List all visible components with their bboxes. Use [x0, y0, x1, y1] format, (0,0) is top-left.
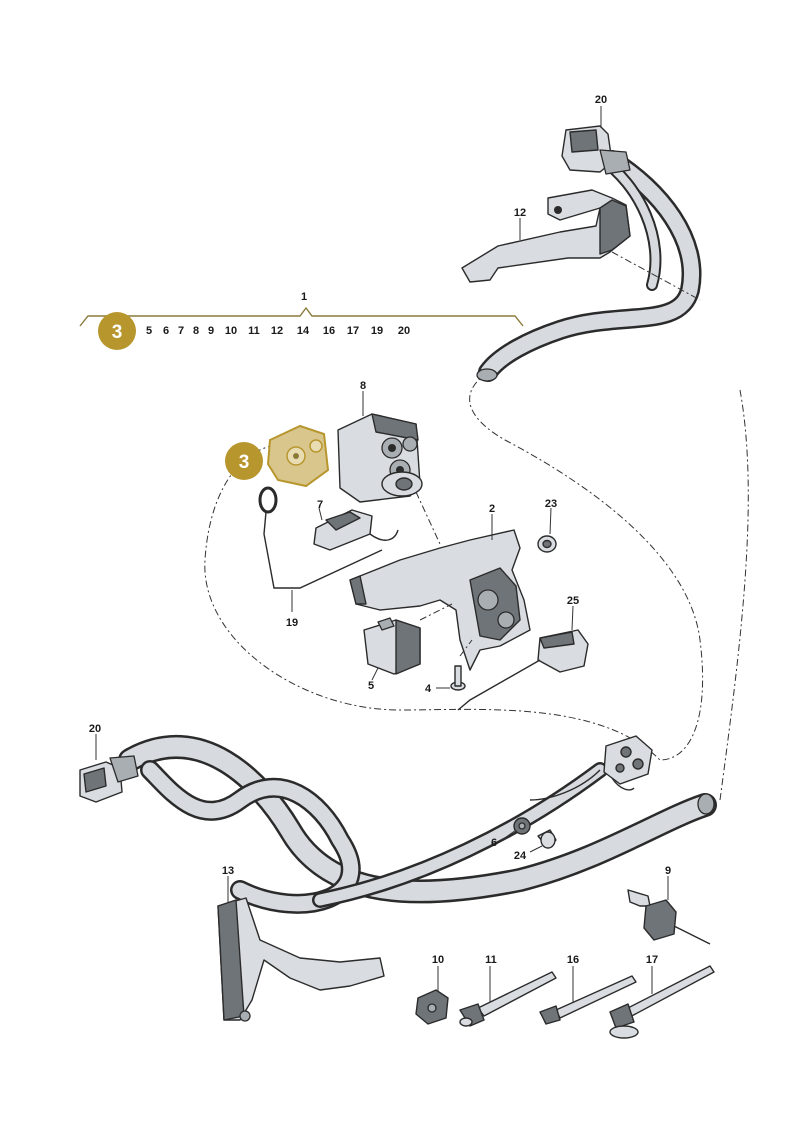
- group-member-14[interactable]: 14: [297, 325, 310, 337]
- label-20-top[interactable]: 20: [595, 94, 607, 106]
- connector-20-top[interactable]: [561, 125, 631, 175]
- relay-5[interactable]: [363, 617, 421, 675]
- group-member-9[interactable]: 9: [208, 325, 214, 337]
- bolt-4[interactable]: [450, 665, 466, 691]
- module-cluster: 3: [225, 413, 589, 711]
- cable-19[interactable]: [258, 486, 383, 589]
- label-17[interactable]: 17: [646, 954, 658, 966]
- label-20-left[interactable]: 20: [89, 723, 101, 735]
- bracket-13[interactable]: [217, 897, 385, 1022]
- grommet-6[interactable]: [513, 817, 531, 835]
- bracket-12[interactable]: [461, 189, 631, 283]
- label-5[interactable]: 5: [368, 680, 374, 692]
- badge-3-group-label: 3: [112, 322, 123, 343]
- connector-9[interactable]: [627, 889, 711, 945]
- group-member-10[interactable]: 10: [225, 325, 237, 337]
- group-member-12[interactable]: 12: [271, 325, 283, 337]
- label-8[interactable]: 8: [360, 380, 366, 392]
- connector-housing-8[interactable]: [337, 413, 423, 503]
- badge-3-group[interactable]: [98, 312, 136, 350]
- label-16[interactable]: 16: [567, 954, 579, 966]
- nut-23[interactable]: [537, 535, 557, 553]
- highlighted-part-3[interactable]: [266, 424, 330, 488]
- cable-tie-17[interactable]: [609, 965, 715, 1039]
- plug-24[interactable]: [537, 829, 557, 849]
- label-19[interactable]: 19: [286, 617, 298, 629]
- badge-3-part-label: 3: [239, 452, 250, 473]
- label-7[interactable]: 7: [317, 499, 323, 511]
- socket-7[interactable]: [313, 509, 399, 551]
- label-leaders: [95, 106, 669, 1002]
- label-9[interactable]: 9: [665, 865, 671, 877]
- group-member-19[interactable]: 19: [371, 325, 383, 337]
- connector-20-left[interactable]: [79, 755, 139, 803]
- label-2[interactable]: 2: [489, 503, 495, 515]
- group-label-1: 1: [301, 291, 307, 303]
- group-member-7[interactable]: 7: [178, 325, 184, 337]
- assembly-boundary-right: [719, 389, 749, 801]
- label-4[interactable]: 4: [425, 683, 432, 695]
- clip-10[interactable]: [415, 989, 449, 1025]
- bracket-2[interactable]: [349, 529, 531, 671]
- group-member-16[interactable]: 16: [323, 325, 335, 337]
- charge-plug-connector[interactable]: [603, 735, 653, 785]
- cable-tie-11[interactable]: [459, 971, 557, 1027]
- cover-25[interactable]: [457, 629, 589, 711]
- cable-tie-16[interactable]: [539, 975, 637, 1025]
- part-labels: 20 12 8 7 2 23 25 19 5 4 20 6 24 13 9 10…: [89, 94, 671, 966]
- label-24[interactable]: 24: [514, 850, 527, 862]
- group-member-17[interactable]: 17: [347, 325, 359, 337]
- label-12[interactable]: 12: [514, 207, 526, 219]
- label-10[interactable]: 10: [432, 954, 444, 966]
- label-25[interactable]: 25: [567, 595, 579, 607]
- label-13[interactable]: 13: [222, 865, 234, 877]
- label-6[interactable]: 6: [491, 837, 497, 849]
- group-member-5[interactable]: 5: [146, 325, 152, 337]
- label-11[interactable]: 11: [485, 954, 497, 966]
- group-member-8[interactable]: 8: [193, 325, 199, 337]
- upper-harness: [461, 125, 702, 382]
- group-member-11[interactable]: 11: [248, 325, 260, 337]
- group-member-6[interactable]: 6: [163, 325, 169, 337]
- group-member-20[interactable]: 20: [398, 325, 410, 337]
- badge-3-part[interactable]: [225, 442, 263, 480]
- main-harness: [79, 735, 717, 914]
- label-23[interactable]: 23: [545, 498, 557, 510]
